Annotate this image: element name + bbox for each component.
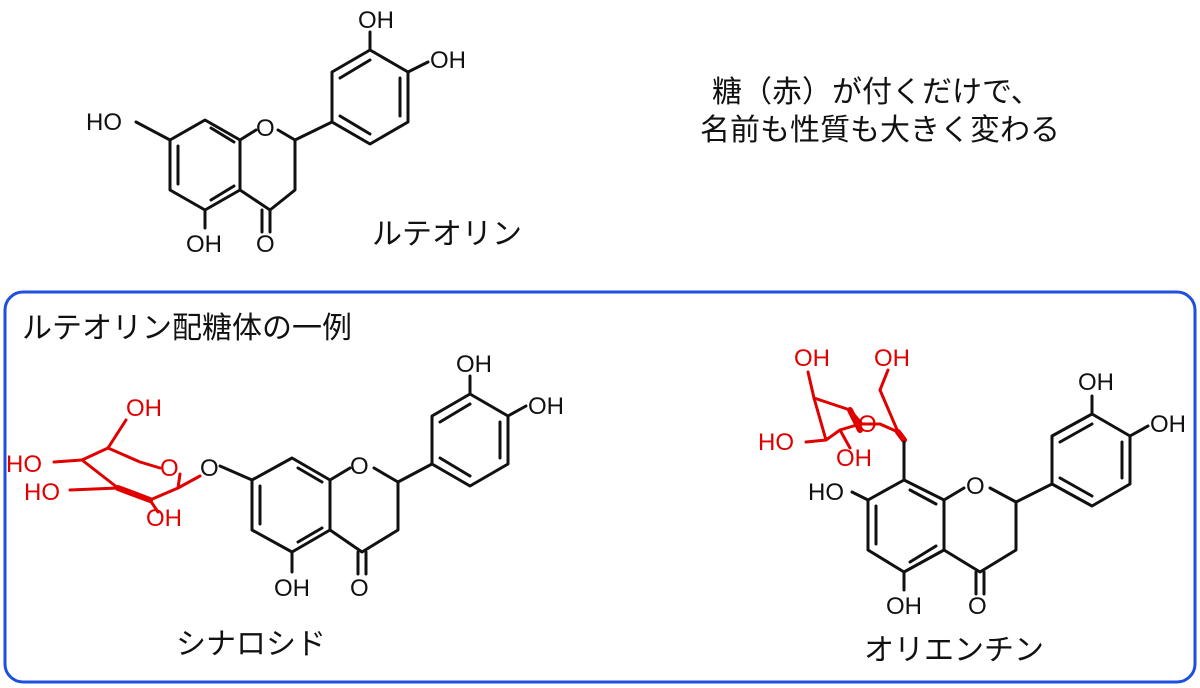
cynaroside-structure: OH HO HO OH O O OH O O OH OH xyxy=(6,351,564,602)
orientin-ring-a xyxy=(866,478,946,574)
cynaroside-sugar-wedge xyxy=(115,485,153,503)
orientin-c7-oh-bond xyxy=(850,490,870,502)
cynaroside-label-o1: O xyxy=(350,453,369,480)
cynaroside-name: シナロシド xyxy=(176,628,326,661)
luteolin-label-o4: O xyxy=(256,231,275,258)
orientin-label-oh-b: OH xyxy=(874,345,910,372)
glycoside-panel xyxy=(3,290,1197,684)
cynaroside-label-o7: O xyxy=(200,455,219,482)
luteolin-ring-b-double-1 xyxy=(338,58,372,80)
cynaroside-c4-oh-bond xyxy=(52,458,84,464)
note-line-1: 糖（赤）が付くだけで、 xyxy=(712,76,1041,109)
luteolin-ring-c xyxy=(238,128,297,212)
luteolin-label-ho7: HO xyxy=(86,109,122,136)
cynaroside-label-oh6: OH xyxy=(126,395,162,422)
cynaroside-c2-oh-bond xyxy=(148,498,160,514)
cynaroside-c3-oh-bond xyxy=(68,486,120,492)
cynaroside-c8a-o1-bond xyxy=(328,466,352,482)
luteolin-name: ルテオリン xyxy=(372,218,522,251)
orientin-sugar-c2 xyxy=(878,388,900,434)
cynaroside-ring-a-double-3 xyxy=(296,526,324,544)
luteolin-c2-c1p-bond xyxy=(293,120,334,142)
orientin-label-o-ring: O xyxy=(858,411,877,438)
cynaroside-ring-a xyxy=(250,456,332,554)
cynaroside-ring-b-double-3 xyxy=(438,456,472,478)
cynaroside-sugar-top-edge xyxy=(80,446,162,470)
cynaroside-glucose: OH HO HO OH O xyxy=(6,395,202,532)
luteolin-ring-a-double-2 xyxy=(209,126,236,144)
orientin-ring-b xyxy=(1050,412,1132,508)
orientin-ring-a-double-2 xyxy=(908,488,938,506)
orientin-label-oh3p: OH xyxy=(1078,369,1114,396)
orientin-glucose: OH OH O HO OH xyxy=(758,345,910,472)
cynaroside-label-ho4: HO xyxy=(6,451,42,478)
orientin-sugar-c2-oh xyxy=(878,368,890,392)
luteolin-c7-oh-bond xyxy=(134,120,172,142)
orientin-ring-b-double-3 xyxy=(1058,476,1094,498)
orientin-name: オリエンチン xyxy=(864,634,1044,667)
luteolin-label-oh3p: OH xyxy=(358,7,394,34)
panel-title: ルテオリン配糖体の一例 xyxy=(22,312,352,345)
orientin-label-ho-c: HO xyxy=(758,429,794,456)
orientin-c8a-o1-bond xyxy=(942,486,966,502)
luteolin-ring-b-double-3 xyxy=(338,114,372,136)
cynaroside-c1-o-bond xyxy=(176,474,202,490)
orientin-label-o1: O xyxy=(966,473,985,500)
cynaroside-label-oh4p: OH xyxy=(528,393,564,420)
cynaroside-label-ho3: HO xyxy=(24,479,60,506)
orientin-label-ho7: HO xyxy=(808,479,844,506)
cynaroside-o7-c7-bond xyxy=(218,464,254,482)
luteolin-ring-a-double-3 xyxy=(209,184,236,202)
note-line-2: 名前も性質も大きく変わる xyxy=(700,114,1060,147)
orientin-label-oh-a: OH xyxy=(794,345,830,372)
orientin-label-o4: O xyxy=(968,593,987,620)
orientin-sugar-wedge-1 xyxy=(847,407,863,433)
cynaroside-c4p-oh-bond xyxy=(506,404,528,418)
luteolin-ring-a xyxy=(168,118,242,212)
orientin-label-oh4p: OH xyxy=(1150,411,1186,438)
cynaroside-label-o-ring: O xyxy=(160,455,179,482)
cynaroside-label-oh5: OH xyxy=(274,575,310,602)
cynaroside-label-oh3p: OH xyxy=(456,351,492,378)
orientin-label-oh-d: OH xyxy=(836,445,872,472)
orientin-ring-c xyxy=(942,486,1018,574)
orientin-ring-b-double-1 xyxy=(1058,422,1094,444)
luteolin-c4p-oh-bond xyxy=(406,60,430,74)
cynaroside-c6-bond xyxy=(106,418,128,450)
cynaroside-ring-a-double-2 xyxy=(296,466,324,484)
orientin-sugar-lower xyxy=(812,396,862,442)
orientin-sugar-oh-d-bond xyxy=(838,428,852,450)
cynaroside-c2-c1p-bond xyxy=(396,462,434,484)
luteolin-structure: HO OH O O OH OH xyxy=(86,7,466,258)
cynaroside-ring-c xyxy=(328,466,400,554)
cynaroside-ring-b xyxy=(430,392,510,488)
cynaroside-label-o4: O xyxy=(350,575,369,602)
orientin-sugar-wedge-2 xyxy=(895,429,907,443)
orientin-sugar-ho-bond xyxy=(804,438,828,444)
orientin-structure: OH OH O HO OH HO OH O O OH xyxy=(758,345,1186,620)
orientin-c2-c1p-bond xyxy=(1014,482,1054,504)
luteolin-label-o1: O xyxy=(256,115,275,142)
luteolin-ring-b xyxy=(330,48,410,146)
luteolin-label-oh5: OH xyxy=(186,231,222,258)
cynaroside-ring-b-double-1 xyxy=(438,402,472,424)
orientin-c4p-oh-bond xyxy=(1128,424,1150,438)
luteolin-bond-c8a-o1 xyxy=(238,128,258,142)
orientin-label-oh5: OH xyxy=(886,593,922,620)
orientin-ring-a-double-3 xyxy=(908,544,938,564)
luteolin-label-oh4p: OH xyxy=(430,47,466,74)
cynaroside-label-oh2: OH xyxy=(146,505,182,532)
